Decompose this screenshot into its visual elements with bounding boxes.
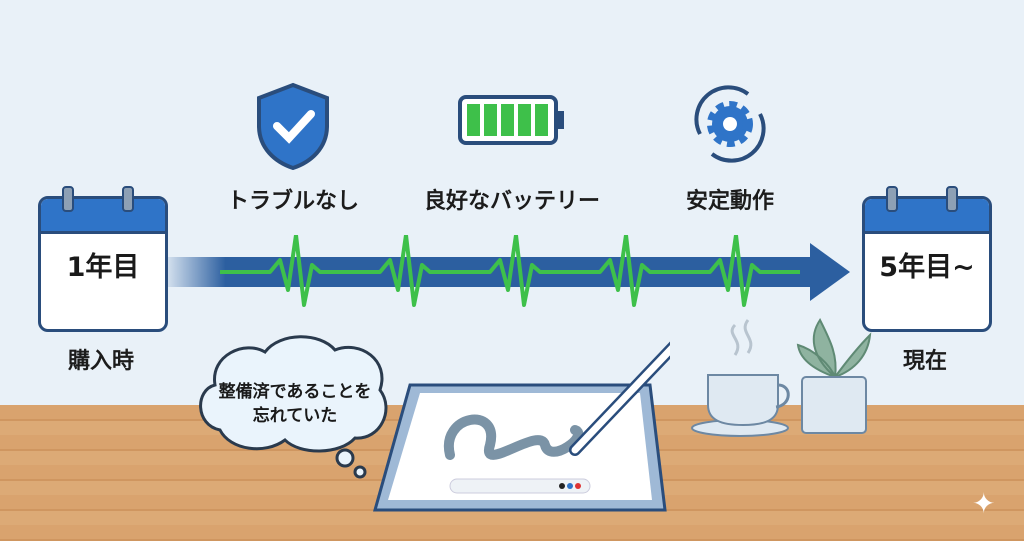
thought-line-2: 忘れていた [252, 406, 338, 426]
calendar-start: 1年目 [38, 196, 168, 332]
calendar-end-label: 5年目~ [879, 252, 975, 283]
sparkle-icon: ✦ [972, 487, 996, 520]
shield-check-icon [257, 82, 329, 170]
calendar-ring [886, 186, 898, 212]
start-caption: 購入時 [67, 349, 135, 374]
milestone-label: 安定動作 [685, 189, 775, 214]
thought-line-1: 整備済であることを [218, 382, 372, 402]
coffee-cup-and-plant [691, 318, 872, 437]
milestone-label: 良好なバッテリー [423, 189, 601, 214]
calendar-ring [122, 186, 134, 212]
calendar-start-label: 1年目 [66, 252, 140, 283]
calendar-ring [946, 186, 958, 212]
milestone-label: トラブルなし [226, 189, 360, 214]
calendar-ring [62, 186, 74, 212]
gear-refresh-icon [694, 85, 766, 163]
heartbeat-line [220, 235, 800, 307]
timeline-arrow [160, 235, 850, 307]
calendar-end: 5年目~ [862, 196, 992, 332]
end-caption: 現在 [902, 349, 948, 374]
tablet-with-pencil [373, 341, 670, 512]
battery-full-icon [458, 95, 564, 145]
thought-bubble [199, 335, 388, 479]
